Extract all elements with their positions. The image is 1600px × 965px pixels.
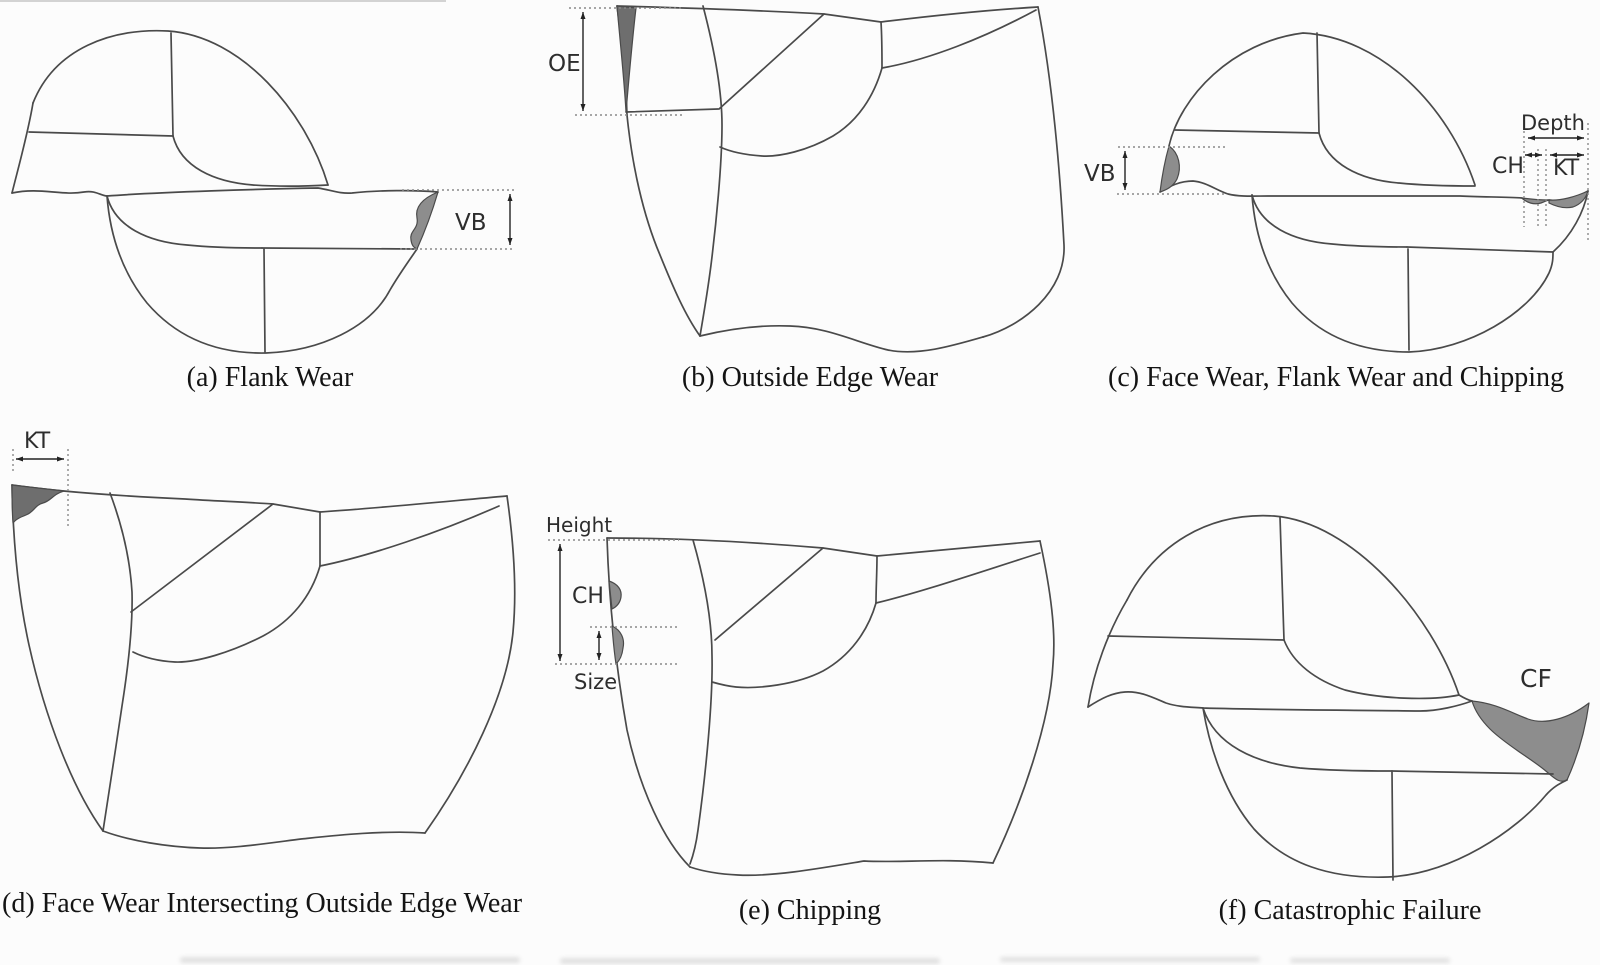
panel-c-face-flank-chipping: VB Depth CH KT <box>1084 32 1589 353</box>
panel-a-flank-wear: VB <box>11 29 514 354</box>
height-label: Height <box>546 513 612 537</box>
bottom-artifact <box>1000 957 1260 962</box>
flank-wear-region <box>410 191 439 250</box>
kt-dimension: KT <box>12 429 69 528</box>
right-edge <box>424 495 516 834</box>
caption-c: (c) Face Wear, Flank Wear and Chipping <box>1108 362 1564 393</box>
left-edge <box>1087 599 1128 708</box>
upper-flute-curve <box>1318 132 1476 187</box>
upper-land-arc <box>1168 32 1476 186</box>
chipping-region <box>1521 197 1549 205</box>
flute-valley-curve <box>132 565 321 663</box>
upper-land-arc <box>32 29 329 186</box>
flute-line-horizontal <box>28 131 174 137</box>
panel-b-outside-edge-wear: OE <box>548 5 1065 353</box>
depth-ch-kt-dimensions: Depth CH KT <box>1492 111 1589 240</box>
cf-label: CF <box>1520 664 1552 693</box>
outer-corner-curve <box>875 552 1041 604</box>
chip-region-upper <box>608 580 622 610</box>
lower-flute-curve <box>106 195 263 249</box>
kt-label: KT <box>1553 156 1580 181</box>
flute-ridge <box>699 5 723 337</box>
caption-f: (f) Catastrophic Failure <box>1218 895 1482 926</box>
left-edge <box>11 484 104 832</box>
bottom-edge <box>102 830 426 849</box>
upper-land-arc <box>1126 514 1473 702</box>
caption-e: (e) Chipping <box>738 895 882 926</box>
kt-label: KT <box>24 429 51 454</box>
ch-label: CH <box>572 584 604 609</box>
flute-diagonal <box>718 13 825 110</box>
top-edge <box>11 484 508 513</box>
flute-ridge <box>102 492 133 832</box>
panel-e-chipping: Height CH Size <box>546 513 1055 877</box>
right-edge <box>982 6 1065 338</box>
bottom-edge <box>689 859 994 877</box>
lower-flute-vertical <box>1391 771 1394 881</box>
vb-label: VB <box>455 210 487 236</box>
flute-line-vertical <box>1316 32 1320 134</box>
lower-flute-horizontal <box>1406 246 1554 253</box>
oe-dimension: OE <box>548 7 683 116</box>
face-wear-region <box>1548 190 1589 209</box>
outside-edge-wear-region <box>616 5 637 113</box>
oe-label: OE <box>548 51 581 77</box>
top-edge <box>606 537 1041 557</box>
upper-flute-curve <box>1283 639 1460 700</box>
flute-diagonal <box>130 503 274 613</box>
top-border-artifact <box>0 0 446 2</box>
panel-d-face-wear-intersecting: KT <box>11 429 516 849</box>
lower-flute-curve <box>1202 707 1393 772</box>
chip-region-lower <box>611 625 625 665</box>
margin-line <box>625 108 719 113</box>
flute-line-horizontal <box>1107 635 1285 641</box>
lower-flute-horizontal <box>261 247 415 250</box>
depth-label: Depth <box>1521 111 1585 135</box>
bottom-artifact <box>560 958 940 964</box>
vb-dimension: VB <box>400 189 514 250</box>
flute-line-vertical <box>1279 516 1285 641</box>
upper-flute-curve <box>172 135 329 188</box>
outer-corner-curve <box>319 505 500 567</box>
caption-b: (b) Outside Edge Wear <box>681 362 939 393</box>
lower-land-arc <box>1251 194 1554 353</box>
left-edge <box>11 102 34 194</box>
outer-corner-curve <box>881 9 1037 69</box>
flute-line-vertical <box>170 32 174 137</box>
vb-dimension: VB <box>1084 146 1227 195</box>
size-label: Size <box>574 670 617 694</box>
bottom-artifact <box>180 957 520 963</box>
vb-label: VB <box>1084 161 1116 187</box>
panel-f-catastrophic-failure: CF <box>1087 514 1590 881</box>
corner-facet-line <box>880 21 883 69</box>
catastrophic-failure-region <box>1471 700 1590 782</box>
right-edge <box>992 540 1055 864</box>
cutting-lip-edge <box>1087 691 1473 712</box>
bottom-edge <box>699 324 984 353</box>
flute-line-horizontal <box>1174 129 1320 134</box>
caption-d: (d) Face Wear Intersecting Outside Edge … <box>2 888 523 919</box>
flute-valley-curve <box>719 67 883 157</box>
flank-wear-region <box>1159 145 1180 193</box>
caption-a: (a) Flank Wear <box>186 362 354 393</box>
ch-label: CH <box>1492 154 1524 179</box>
lower-land-arc <box>1202 707 1568 879</box>
flute-ridge <box>689 539 713 865</box>
cutting-lip-edge <box>11 187 439 197</box>
corner-facet-line <box>875 555 878 604</box>
height-ch-size-dimensions: Height CH Size <box>546 513 679 694</box>
right-edge-arc <box>1552 190 1589 253</box>
flute-diagonal <box>714 547 824 641</box>
face-wear-region <box>11 484 65 524</box>
flute-valley-curve <box>711 602 877 689</box>
bottom-artifact <box>1290 958 1450 963</box>
lower-flute-curve <box>1251 194 1408 248</box>
lower-flute-vertical <box>263 248 266 353</box>
lower-flute-horizontal <box>1391 770 1554 775</box>
lower-flute-vertical <box>1407 248 1410 351</box>
lower-land-arc <box>106 195 418 354</box>
